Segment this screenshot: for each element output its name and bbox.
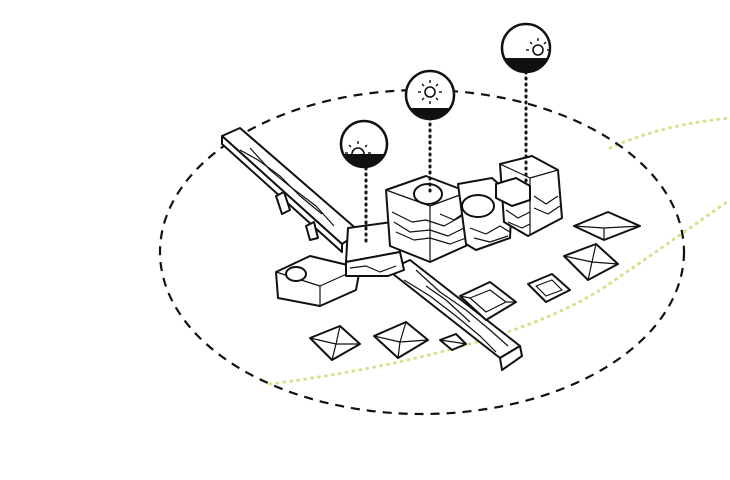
- sun-icon: [418, 80, 442, 104]
- sun-icon: [345, 141, 371, 155]
- bridge-arm-southeast: [387, 259, 523, 371]
- bridge-arm-northwest: [221, 127, 361, 253]
- central-terrace-block: [385, 175, 471, 263]
- skylight-3: [439, 333, 467, 351]
- skylight-2: [373, 321, 429, 359]
- skylight-7: [573, 211, 641, 241]
- tower-block: [495, 155, 563, 237]
- skylight-4: [459, 281, 517, 321]
- sun-marker-mid: [500, 22, 552, 74]
- sun-marker-high: [404, 69, 456, 121]
- sun-path-curve: [268, 198, 730, 386]
- sun-path-arc: [608, 116, 730, 150]
- skylight-6: [563, 243, 619, 281]
- sun-icon: [526, 38, 549, 56]
- sun-marker-low: [339, 119, 389, 169]
- skylight-1: [309, 325, 361, 361]
- entry-block: [345, 221, 405, 277]
- skylight-pyramids: [309, 211, 641, 361]
- skylight-5: [527, 273, 571, 303]
